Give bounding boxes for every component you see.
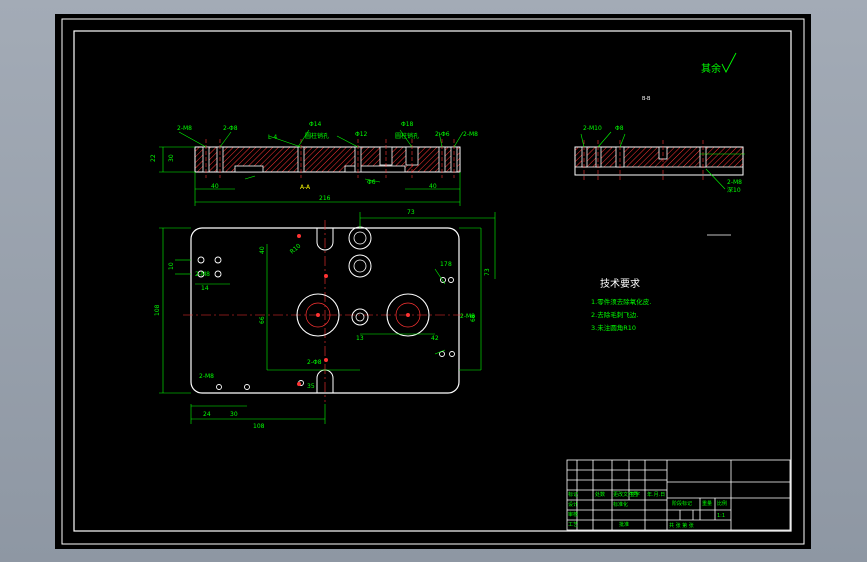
tb-process: 工艺	[568, 522, 578, 528]
dim-phi18-note: 圆柱销孔	[395, 132, 419, 140]
dim-2phi8-left: 2-Φ8	[223, 125, 238, 132]
plan-view: 73 73 108 40 66 14 10 24 30 108 68 42 13…	[154, 209, 496, 430]
roughness-symbol-icon	[721, 52, 737, 73]
dim-10: 10	[168, 262, 175, 270]
dim-216: 216	[319, 195, 331, 202]
tb-scale: 比例	[717, 500, 727, 507]
tb-sheet: 共 张 第 张	[669, 522, 694, 529]
dim-phi8: Φ8	[615, 125, 624, 132]
section-view-aa: 2-M8 2-Φ8 L-4 Φ14 圆柱销孔 Φ12 Φ18 圆柱销孔 2-Φ6…	[150, 121, 478, 206]
dim-2phi6: 2-Φ6	[435, 131, 450, 138]
section-label-aa: A-A	[300, 184, 311, 191]
tb-weight: 重量	[702, 500, 712, 507]
dim-40: 40	[211, 183, 219, 190]
section-view-bb: 2-M10 Φ8 2-M8 深10 B-B	[574, 96, 745, 236]
dim-24: 24	[203, 411, 211, 418]
tb-stage: 阶段标记	[672, 500, 692, 507]
tb-count: 处数	[595, 491, 605, 498]
dim-2m8-left: 2-M8	[195, 271, 210, 278]
dim-phi18: Φ18	[401, 121, 414, 128]
dim-13: 13	[356, 335, 364, 342]
dim-40: 40	[259, 246, 266, 254]
section-label-bb: B-B	[642, 96, 651, 102]
tb-approve: 批准	[619, 521, 629, 528]
cad-viewport[interactable]: 2-M8 2-Φ8 L-4 Φ14 圆柱销孔 Φ12 Φ18 圆柱销孔 2-Φ6…	[55, 14, 811, 549]
drawing-canvas: 2-M8 2-Φ8 L-4 Φ14 圆柱销孔 Φ12 Φ18 圆柱销孔 2-Φ6…	[61, 18, 805, 545]
dim-30: 30	[230, 411, 238, 418]
dim-2m8-right: 2-M8	[463, 131, 478, 138]
dim-phi12: Φ12	[355, 131, 368, 138]
tb-mark: 标记	[568, 491, 578, 498]
dim-73b: 73	[484, 268, 491, 276]
roughness-label: 其余	[701, 62, 721, 75]
dim-68: 68	[470, 314, 477, 322]
dim-40b: 40	[429, 183, 437, 190]
tb-review: 审核	[568, 511, 578, 518]
note-depth: 深10	[727, 186, 741, 194]
dim-8: 8	[448, 261, 452, 268]
dim-42: 42	[431, 335, 439, 342]
tb-design: 设计	[568, 501, 578, 508]
tb-change-doc: 更改文件号	[613, 491, 638, 498]
tb-standard: 标准化	[613, 501, 628, 508]
technical-notes: 技术要求 1.零件须去除氧化皮. 2.去除毛刺飞边. 3.未注圆角R10	[591, 277, 651, 332]
dim-108b: 108	[253, 423, 265, 430]
dim-17: 17	[440, 261, 448, 268]
note-item: 2.去除毛刺飞边.	[591, 310, 638, 319]
roughness-note: 其余	[701, 52, 737, 75]
dim-phi14: Φ14	[309, 121, 322, 128]
note-item: 1.零件须去除氧化皮.	[591, 297, 651, 306]
dim-2phi8: 2-Φ8	[307, 359, 322, 366]
dim-73: 73	[407, 209, 415, 216]
dim-108: 108	[154, 304, 161, 316]
dim-phi14-note: 圆柱销孔	[305, 132, 329, 140]
tb-date: 年.月.日	[647, 491, 665, 498]
dim-r10: R10	[289, 242, 303, 255]
dim-2m8-left: 2-M8	[177, 125, 192, 132]
note-item: 3.未注圆角R10	[591, 323, 636, 332]
dim-66: 66	[259, 316, 266, 324]
dim-30: 30	[168, 154, 175, 162]
title-block	[566, 459, 791, 531]
dim-22: 22	[150, 154, 157, 162]
dim-2m8-right: 2-M8	[460, 313, 475, 320]
dim-14: 14	[201, 285, 209, 292]
notes-title: 技术要求	[600, 277, 640, 290]
dim-35: 35	[307, 383, 315, 390]
tb-signature: 签字	[630, 491, 640, 498]
tb-scale-value: 1:1	[717, 513, 725, 519]
outer-frame	[61, 18, 805, 545]
dim-2m10: 2-M10	[583, 125, 602, 132]
note-2m8: 2-M8	[727, 179, 742, 186]
inner-frame	[73, 30, 792, 532]
dim-phi-small: Φ6	[367, 179, 376, 186]
dim-label-l: L-4	[268, 134, 277, 141]
dim-2m8-bottom: 2-M8	[199, 373, 214, 380]
